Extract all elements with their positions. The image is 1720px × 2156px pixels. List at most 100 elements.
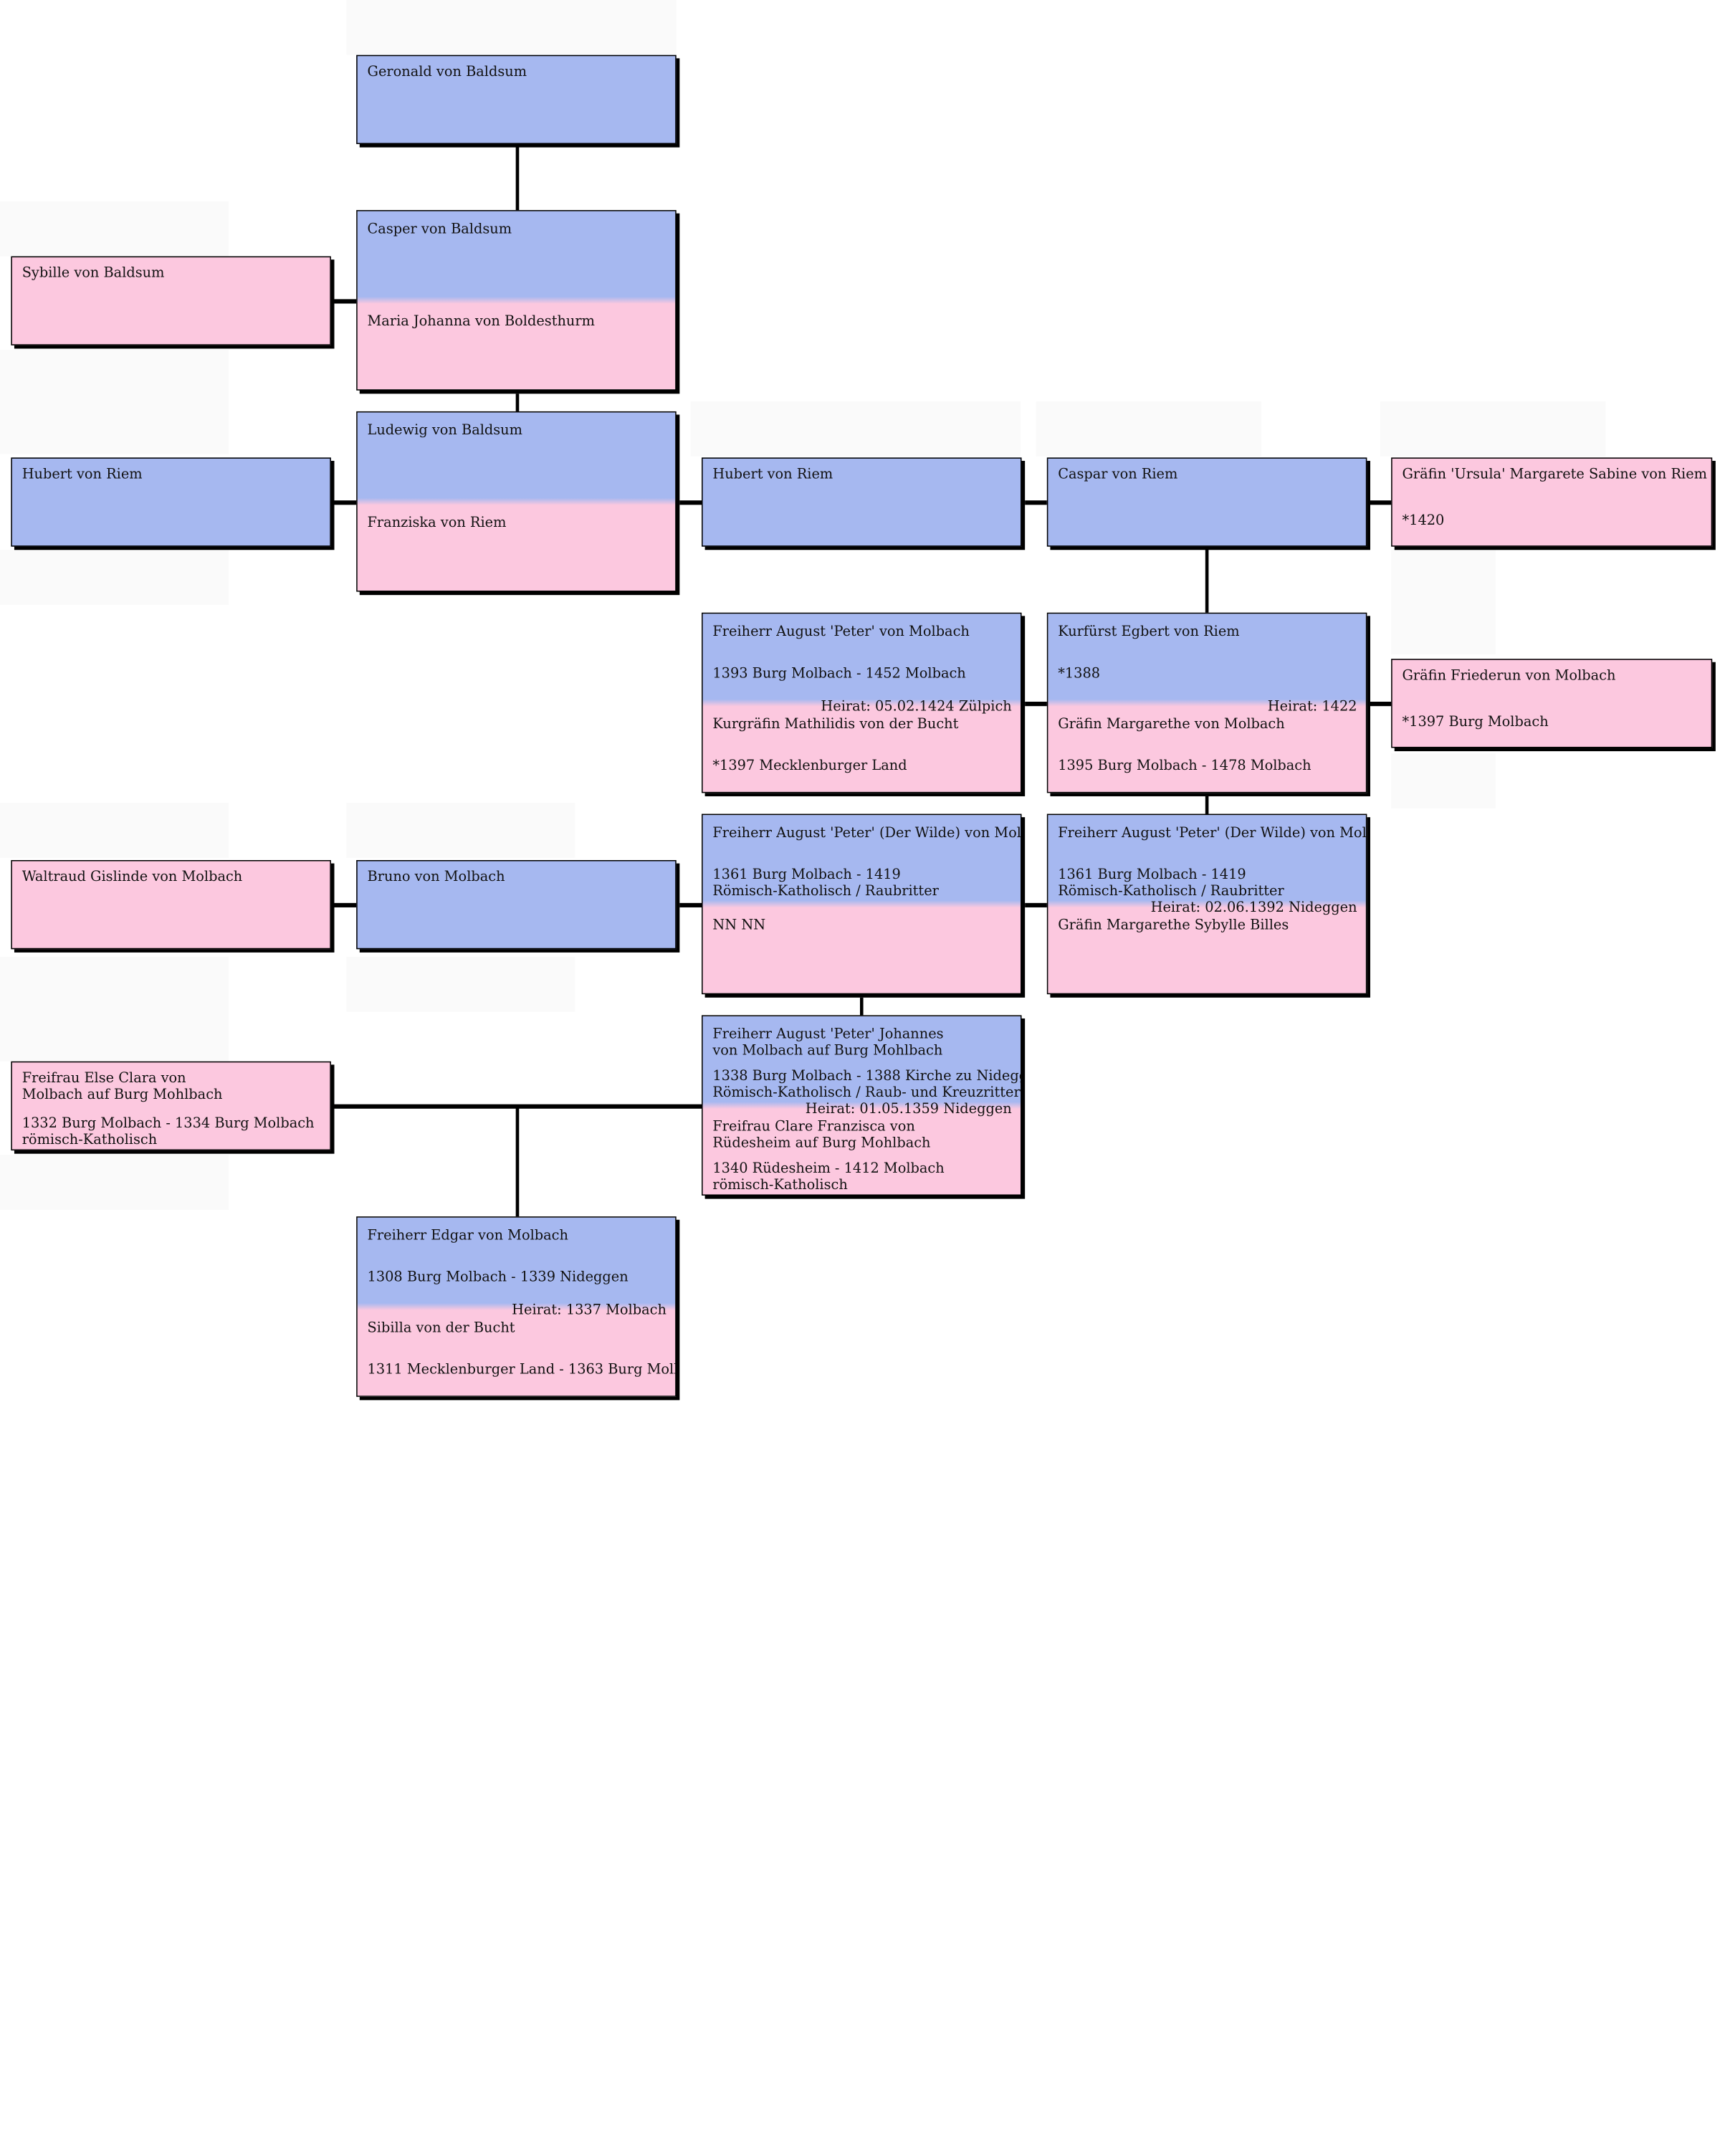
ghost-block — [1036, 401, 1262, 457]
marriage-label: Heirat: 02.06.1392 Nideggen — [1150, 898, 1357, 915]
husband-info: 1338 Burg Molbach - 1388 Kirche zu Nideg… — [712, 1067, 1022, 1084]
wife-info: römisch-Katholisch — [712, 1175, 848, 1193]
couple-box-wilde-sybylle[interactable]: Freiherr August 'Peter' (Der Wilde) von … — [1046, 814, 1367, 995]
husband-info: Römisch-Katholisch / Raubritter — [712, 882, 939, 899]
ghost-block — [1380, 401, 1606, 457]
husband-name: von Molbach auf Burg Mohlbach — [712, 1041, 943, 1059]
couple-box-august-mathilidis[interactable]: Freiherr August 'Peter' von Molbach 1393… — [702, 612, 1022, 793]
wife-name: Gräfin Margarethe Sybylle Billes — [1058, 916, 1289, 933]
person-box-bruno[interactable]: Bruno von Molbach — [356, 859, 677, 950]
connector-line — [334, 902, 357, 907]
person-box-hubert-left[interactable]: Hubert von Riem — [11, 457, 331, 547]
husband-info: 1361 Burg Molbach - 1419 — [1058, 865, 1246, 882]
ghost-block — [0, 349, 229, 454]
husband-info: *1388 — [1058, 664, 1101, 681]
connector-line — [679, 902, 702, 907]
husband-name: Kurfürst Egbert von Riem — [1058, 622, 1240, 639]
person-name: Molbach auf Burg Mohlbach — [22, 1085, 223, 1102]
ghost-block — [1391, 550, 1496, 655]
wife-name: Gräfin Margarethe von Molbach — [1058, 715, 1285, 732]
husband-name: Freiherr August 'Peter' (Der Wilde) von … — [712, 824, 1022, 841]
wife-name: Freifrau Clare Franzisca von — [712, 1117, 915, 1135]
couple-box-egbert-margarethe[interactable]: Kurfürst Egbert von Riem *1388 Heirat: 1… — [1046, 612, 1367, 793]
wife-name: Rüdesheim auf Burg Mohlbach — [712, 1134, 931, 1151]
person-name: Bruno von Molbach — [367, 867, 505, 884]
connector-line — [859, 997, 864, 1016]
person-info: 1332 Burg Molbach - 1334 Burg Molbach — [22, 1114, 315, 1131]
husband-name: Freiherr August 'Peter' Johannes — [712, 1025, 944, 1042]
ghost-block — [690, 401, 1021, 457]
person-name: Gräfin 'Ursula' Margarete Sabine von Rie… — [1402, 465, 1707, 482]
husband-info: Römisch-Katholisch / Raubritter — [1058, 882, 1284, 899]
connector-line — [1205, 548, 1209, 613]
ghost-block — [346, 957, 575, 1012]
marriage-label: Heirat: 1422 — [1267, 697, 1357, 714]
person-name: Freifrau Else Clara von — [22, 1069, 186, 1086]
husband-info: 1393 Burg Molbach - 1452 Molbach — [712, 664, 966, 681]
couple-box-ludewig-franziska[interactable]: Ludewig von Baldsum Franziska von Riem — [356, 411, 677, 592]
wife-name: Sibilla von der Bucht — [367, 1318, 515, 1335]
person-name: Hubert von Riem — [712, 465, 833, 482]
person-box-sybille[interactable]: Sybille von Baldsum — [11, 256, 331, 345]
connector-line — [515, 393, 520, 411]
connector-line — [1025, 902, 1047, 907]
husband-name: Freiherr August 'Peter' (Der Wilde) von … — [1058, 824, 1367, 841]
ghost-block — [0, 803, 229, 858]
husband-info: 1308 Burg Molbach - 1339 Nideggen — [367, 1268, 629, 1285]
husband-info: Römisch-Katholisch / Raub- und Kreuzritt… — [712, 1083, 1021, 1100]
person-name: Caspar von Riem — [1058, 465, 1178, 482]
wife-info: 1340 Rüdesheim - 1412 Molbach — [712, 1159, 945, 1176]
person-box-caspar-riem[interactable]: Caspar von Riem — [1046, 457, 1367, 547]
ghost-block — [346, 0, 677, 55]
connector-line — [1025, 500, 1047, 505]
wife-name: Maria Johanna von Boldesthurm — [367, 312, 595, 329]
person-box-geronald[interactable]: Geronald von Baldsum — [356, 54, 677, 145]
connector-line — [515, 146, 520, 211]
husband-name: Freiherr Edgar von Molbach — [367, 1226, 568, 1243]
husband-info: 1361 Burg Molbach - 1419 — [712, 865, 901, 882]
person-box-ursula[interactable]: Gräfin 'Ursula' Margarete Sabine von Rie… — [1391, 457, 1713, 547]
person-box-hubert-mid[interactable]: Hubert von Riem — [702, 457, 1022, 547]
wife-info: 1311 Mecklenburger Land - 1363 Burg Molb… — [367, 1360, 677, 1378]
ghost-block — [0, 550, 229, 605]
husband-name: Ludewig von Baldsum — [367, 421, 522, 438]
person-info: *1397 Burg Molbach — [1402, 712, 1549, 730]
marriage-label: Heirat: 05.02.1424 Zülpich — [821, 697, 1012, 714]
wife-info: 1395 Burg Molbach - 1478 Molbach — [1058, 756, 1312, 773]
person-info: *1420 — [1402, 511, 1445, 528]
person-name: Waltraud Gislinde von Molbach — [22, 867, 243, 884]
person-name: Sybille von Baldsum — [22, 264, 165, 281]
marriage-label: Heirat: 1337 Molbach — [512, 1301, 666, 1318]
ghost-block — [1391, 753, 1496, 808]
wife-name: Franziska von Riem — [367, 513, 507, 530]
connector-line — [1205, 796, 1209, 814]
connector-line — [1370, 702, 1392, 707]
couple-box-edgar-sibilla[interactable]: Freiherr Edgar von Molbach 1308 Burg Mol… — [356, 1216, 677, 1397]
connector-line — [1370, 500, 1392, 505]
marriage-label: Heirat: 01.05.1359 Nideggen — [805, 1100, 1012, 1117]
ghost-block — [346, 803, 575, 858]
wife-name: NN NN — [712, 916, 766, 933]
connector-line — [334, 500, 357, 505]
wife-name: Kurgräfin Mathilidis von der Bucht — [712, 715, 959, 732]
wife-info: *1397 Mecklenburger Land — [712, 756, 907, 773]
person-box-friederun[interactable]: Gräfin Friederun von Molbach *1397 Burg … — [1391, 659, 1713, 748]
person-box-waltraud[interactable]: Waltraud Gislinde von Molbach — [11, 859, 331, 950]
ghost-block — [0, 201, 229, 257]
person-name: Hubert von Riem — [22, 465, 143, 482]
person-name: Gräfin Friederun von Molbach — [1402, 666, 1616, 683]
couple-box-wilde-nn[interactable]: Freiherr August 'Peter' (Der Wilde) von … — [702, 814, 1022, 995]
couple-box-johannes-clare[interactable]: Freiherr August 'Peter' Johannes von Mol… — [702, 1015, 1022, 1196]
connector-line — [679, 500, 702, 505]
husband-name: Freiherr August 'Peter' von Molbach — [712, 622, 970, 639]
husband-name: Casper von Baldsum — [367, 219, 512, 237]
ghost-block — [0, 1155, 229, 1210]
person-name: Geronald von Baldsum — [367, 62, 527, 80]
ghost-block — [0, 957, 229, 1062]
connector-line — [334, 299, 357, 304]
connector-line — [515, 1106, 520, 1217]
person-box-else-clara[interactable]: Freifrau Else Clara von Molbach auf Burg… — [11, 1061, 331, 1151]
couple-box-casper-maria[interactable]: Casper von Baldsum Maria Johanna von Bol… — [356, 210, 677, 391]
person-info: römisch-Katholisch — [22, 1130, 158, 1148]
